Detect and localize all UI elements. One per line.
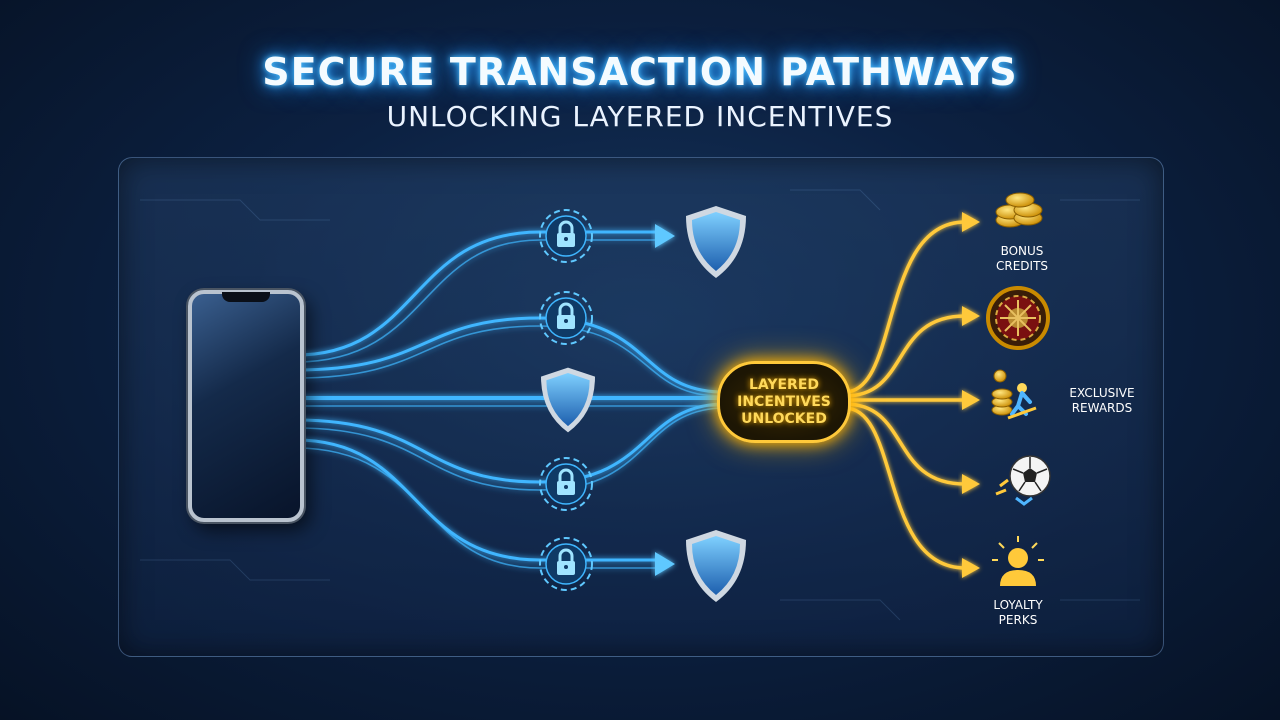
roulette-wheel-icon	[986, 286, 1050, 350]
page-subtitle: UNLOCKING LAYERED INCENTIVES	[386, 100, 894, 133]
incentives-hub: LAYERED INCENTIVES UNLOCKED	[717, 361, 851, 443]
reward-arrow-heads	[962, 212, 980, 578]
smartphone	[188, 290, 304, 522]
phone-notch	[222, 292, 270, 302]
reward-label-bonus-credits: BONUS CREDITS	[995, 244, 1049, 273]
reward-label-exclusive-rewards: EXCLUSIVE REWARDS	[1069, 386, 1135, 415]
data-streams	[295, 230, 721, 569]
hub-label: LAYERED INCENTIVES UNLOCKED	[737, 376, 831, 427]
lock-icon	[538, 536, 594, 592]
shield-icon	[541, 367, 595, 433]
coin-stack-icon	[995, 192, 1043, 228]
lock-icon	[538, 208, 594, 264]
arrow-head-bottom	[655, 552, 675, 576]
coins-figure-icon	[991, 369, 1037, 420]
shield-icon	[686, 530, 746, 602]
person-star-icon	[992, 536, 1044, 586]
shield-icon	[686, 206, 746, 278]
page-title: SECURE TRANSACTION PATHWAYS	[262, 50, 1018, 94]
reward-label-loyalty-perks: LOYALTY PERKS	[993, 598, 1043, 627]
circuit-traces	[140, 189, 1140, 621]
lock-icon	[538, 290, 594, 346]
reward-branches	[844, 220, 966, 570]
lock-icon	[538, 456, 594, 512]
soccer-ball-icon	[995, 455, 1051, 506]
arrow-head-top	[655, 224, 675, 248]
